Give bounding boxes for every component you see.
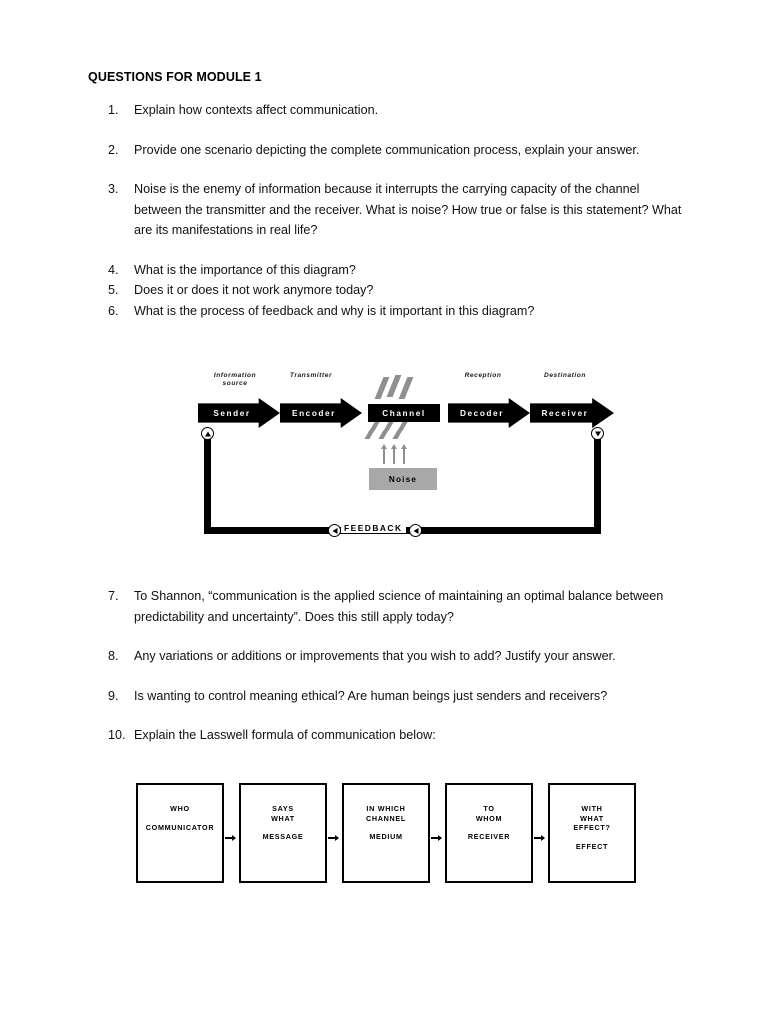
question-number: 9. (108, 688, 119, 703)
question-text: Provide one scenario depicting the compl… (134, 142, 640, 157)
question-number: 1. (108, 103, 119, 117)
feedback-label: FEEDBACK (341, 523, 406, 533)
spacer (108, 706, 688, 725)
spacer (108, 121, 688, 140)
lasswell-answer: EFFECT (575, 841, 609, 851)
question-text: Any variations or additions or improveme… (134, 649, 616, 663)
list-item: 3. Noise is the enemy of information bec… (108, 179, 688, 241)
list-item: 8. Any variations or additions or improv… (108, 646, 688, 667)
list-item: 5. Does it or does it not work anymore t… (108, 280, 688, 301)
noise-up-arrow-icon (381, 444, 387, 464)
feedback-left-arrow-icon (328, 524, 341, 537)
question-text: What is the process of feedback and why … (134, 303, 535, 318)
question-text: Is wanting to control meaning ethical? A… (134, 688, 608, 703)
feedback-left-arrow-icon (409, 524, 422, 537)
feedback-loop-right-bar (594, 438, 601, 534)
lasswell-answer: COMMUNICATOR (145, 822, 215, 832)
feedback-up-arrow-icon (201, 427, 214, 440)
lasswell-box-who: WHO COMMUNICATOR (136, 783, 224, 883)
list-item: 4. What is the importance of this diagra… (108, 260, 688, 281)
question-list-bottom: 7. To Shannon, “communication is the app… (108, 586, 688, 746)
noise-up-arrow-icon (391, 444, 397, 464)
diagram-block-receiver: Receiver (530, 398, 614, 428)
diagram-label-information-source: Information source (213, 372, 257, 388)
lasswell-connector-arrow-icon (431, 835, 442, 841)
shannon-weaver-diagram: Information source Transmitter Reception… (196, 372, 616, 547)
diagram-label-destination: Destination (544, 372, 586, 379)
question-number: 2. (108, 142, 119, 157)
diagram-block-noise: Noise (369, 468, 437, 490)
lasswell-answer: MEDIUM (369, 832, 403, 842)
diagram-label-transmitter: Transmitter (289, 372, 333, 379)
page-title: QUESTIONS FOR MODULE 1 (88, 70, 262, 84)
question-text: Explain the Lasswell formula of communic… (134, 728, 436, 742)
list-item: 7. To Shannon, “communication is the app… (108, 586, 688, 627)
question-number: 7. (108, 589, 119, 603)
question-text: To Shannon, “communication is the applie… (134, 589, 664, 624)
question-number: 3. (108, 182, 119, 196)
noise-up-arrow-icon (401, 444, 407, 464)
noise-bolt-icon (364, 430, 375, 439)
question-number: 8. (108, 649, 119, 663)
list-item: 2. Provide one scenario depicting the co… (108, 140, 688, 161)
question-text: Noise is the enemy of information becaus… (134, 182, 682, 237)
lasswell-connector-arrow-icon (225, 835, 236, 841)
lasswell-question: WHO (170, 804, 190, 813)
noise-bolt-icon (392, 430, 403, 439)
lasswell-connector-arrow-icon (534, 835, 545, 841)
spacer (108, 667, 688, 686)
question-number: 5. (108, 283, 119, 297)
question-text: Does it or does it not work anymore toda… (134, 283, 374, 297)
diagram-block-decoder: Decoder (448, 398, 530, 428)
diagram-block-channel: Channel (368, 404, 440, 422)
question-number: 6. (108, 303, 119, 318)
diagram-label-reception: Reception (464, 372, 502, 379)
noise-bolt-icon (378, 430, 389, 439)
list-item: 1. Explain how contexts affect communica… (108, 100, 688, 121)
list-item: 10. Explain the Lasswell formula of comm… (108, 725, 688, 746)
spacer (108, 241, 688, 260)
spacer (108, 627, 688, 646)
diagram-block-sender: Sender (198, 398, 280, 428)
list-item: 9. Is wanting to control meaning ethical… (108, 686, 688, 707)
question-number: 10. (108, 728, 126, 742)
lasswell-answer: RECEIVER (467, 832, 511, 842)
question-text: What is the importance of this diagram? (134, 262, 356, 277)
lasswell-answer: MESSAGE (262, 832, 304, 842)
question-list-top: 1. Explain how contexts affect communica… (108, 100, 688, 321)
noise-bolt-icon (398, 377, 414, 399)
list-item: 6. What is the process of feedback and w… (108, 301, 688, 322)
feedback-down-arrow-icon (591, 427, 604, 440)
diagram-block-encoder: Encoder (280, 398, 362, 428)
lasswell-connector-arrow-icon (328, 835, 339, 841)
question-number: 4. (108, 262, 119, 277)
question-text: Explain how contexts affect communicatio… (134, 103, 379, 117)
spacer (108, 160, 688, 179)
feedback-loop-left-bar (204, 438, 211, 534)
